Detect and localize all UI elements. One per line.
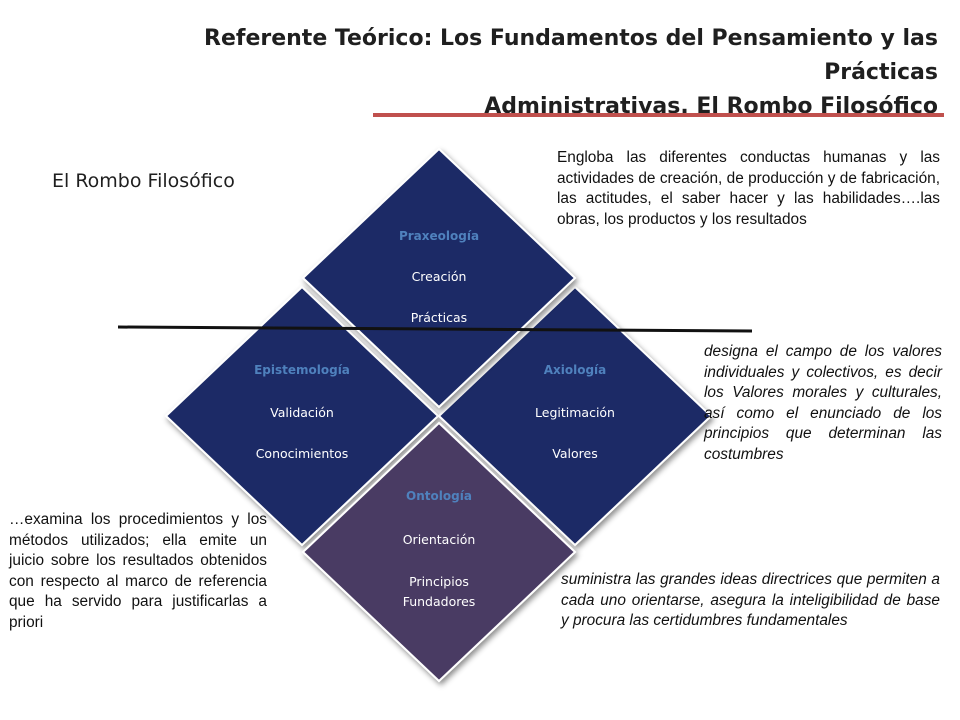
description-axiologia: designa el campo de los valores individu… xyxy=(704,343,942,463)
diamond-axiologia: Axiología Legitimación Valores xyxy=(437,285,713,547)
description-epistemologia: …examina los procedimientos y los método… xyxy=(9,511,267,631)
diamond-praxeologia-line-2: Prácticas xyxy=(411,310,467,325)
diamond-ontologia-shape xyxy=(301,421,577,683)
diamond-praxeologia-shape xyxy=(301,147,577,409)
diamond-ontologia-line-2: Principios xyxy=(409,574,469,589)
description-ontologia: suministra las grandes ideas directrices… xyxy=(561,571,940,629)
diamond-axiologia-shape xyxy=(437,285,713,547)
diamond-epistemologia-title: Epistemología xyxy=(254,363,350,377)
diamond-epistemologia-line-1: Validación xyxy=(270,405,334,420)
diamond-praxeologia-line-1: Creación xyxy=(412,269,467,284)
diamond-axiologia-line-2: Valores xyxy=(552,446,597,461)
diamond-axiologia-line-1: Legitimación xyxy=(535,405,615,420)
diamond-ontologia-line-1: Orientación xyxy=(403,532,476,547)
diamond-praxeologia: Praxeología Creación Prácticas xyxy=(301,147,577,409)
diamond-epistemologia-line-2: Conocimientos xyxy=(256,446,349,461)
page-title-line-1: Referente Teórico: Los Fundamentos del P… xyxy=(204,26,938,85)
diamond-epistemologia-shape xyxy=(164,285,440,547)
diamond-epistemologia: Epistemología Validación Conocimientos xyxy=(164,285,440,547)
diamond-ontologia-line-3: Fundadores xyxy=(403,594,476,609)
diamond-axiologia-title: Axiología xyxy=(544,363,607,377)
diagram-label: El Rombo Filosófico xyxy=(52,170,235,192)
title-underline xyxy=(373,113,944,117)
description-praxeologia: Engloba las diferentes conductas humanas… xyxy=(557,149,940,228)
diamond-praxeologia-title: Praxeología xyxy=(399,229,479,243)
diamond-ontologia-title: Ontología xyxy=(406,489,472,503)
divider-line xyxy=(117,325,753,333)
diamond-ontologia: Ontología Orientación Principios Fundado… xyxy=(301,421,577,683)
